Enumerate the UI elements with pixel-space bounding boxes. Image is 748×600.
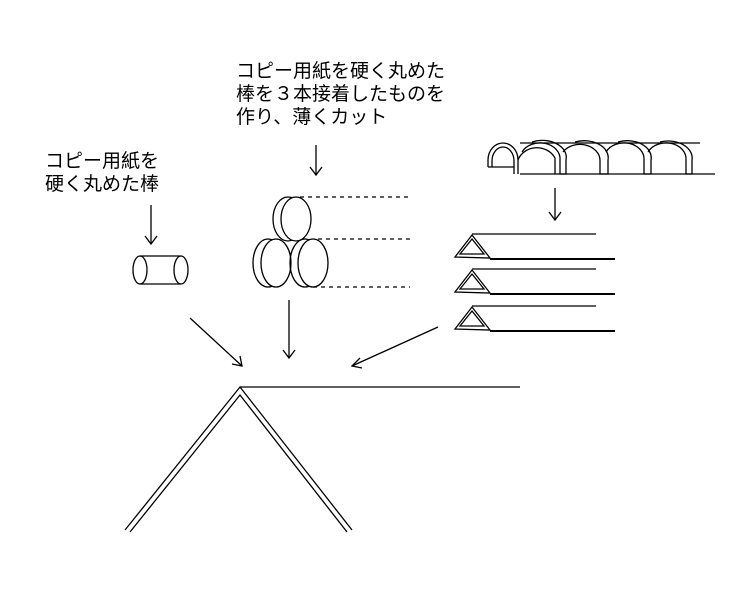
- three-rods-label: コピー用紙を硬く丸めた 棒を３本接着したものを 作り、薄くカット: [236, 60, 445, 129]
- label-line: 作り、薄くカット: [236, 106, 388, 128]
- single-rod-cylinder: [132, 255, 189, 285]
- final-roof-shape: [124, 385, 520, 533]
- label-line: コピー用紙を硬く丸めた: [236, 60, 446, 82]
- triangle-strip: [453, 268, 615, 295]
- three-rods-bundle: [252, 196, 410, 288]
- single-rod-label: コピー用紙を 硬く丸めた棒: [45, 150, 159, 196]
- triangle-strip: [453, 305, 615, 332]
- triangle-strip: [453, 233, 615, 260]
- rod-slices-arches: [487, 139, 715, 175]
- label-line: 棒を３本接着したものを: [236, 83, 446, 105]
- arrow-down-arches: [548, 188, 562, 222]
- arrow-down-three: [309, 145, 323, 177]
- arrow-diagonal-left: [189, 317, 243, 367]
- arrow-diagonal-right: [350, 326, 439, 369]
- arrow-down-single: [144, 205, 158, 246]
- label-line: 硬く丸めた棒: [45, 173, 160, 195]
- arrow-down-stack: [282, 300, 296, 360]
- label-line: コピー用紙を: [45, 150, 160, 172]
